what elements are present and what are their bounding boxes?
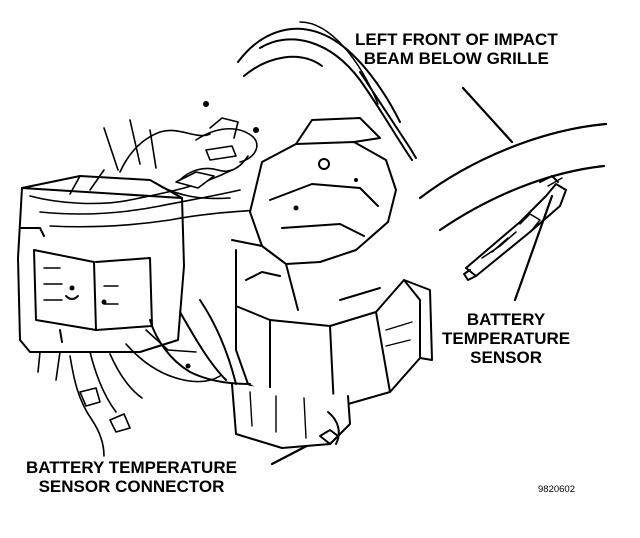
impact-beam-callout: LEFT FRONT OF IMPACT BEAM BELOW GRILLE bbox=[355, 30, 558, 69]
battery-temperature-sensor bbox=[463, 175, 567, 281]
wiring-harness bbox=[29, 117, 259, 228]
lower-left-hoses bbox=[37, 329, 221, 457]
sensor-connector-plug bbox=[319, 429, 339, 445]
radiator-support-bracket bbox=[231, 117, 397, 311]
lower-components bbox=[149, 299, 351, 449]
hood-fender-lines bbox=[237, 21, 417, 161]
fasteners bbox=[69, 101, 358, 369]
leader-sensor bbox=[513, 194, 554, 302]
air-box bbox=[235, 249, 433, 409]
battery-box bbox=[17, 175, 185, 353]
battery-temperature-sensor-callout: BATTERY TEMPERATURE SENSOR bbox=[442, 310, 571, 368]
leader-impact-beam bbox=[461, 86, 514, 144]
figure-reference-number: 9820602 bbox=[538, 484, 575, 495]
sensor-connector-callout: BATTERY TEMPERATURE SENSOR CONNECTOR bbox=[26, 458, 237, 497]
impact-beam-curves bbox=[418, 122, 608, 232]
